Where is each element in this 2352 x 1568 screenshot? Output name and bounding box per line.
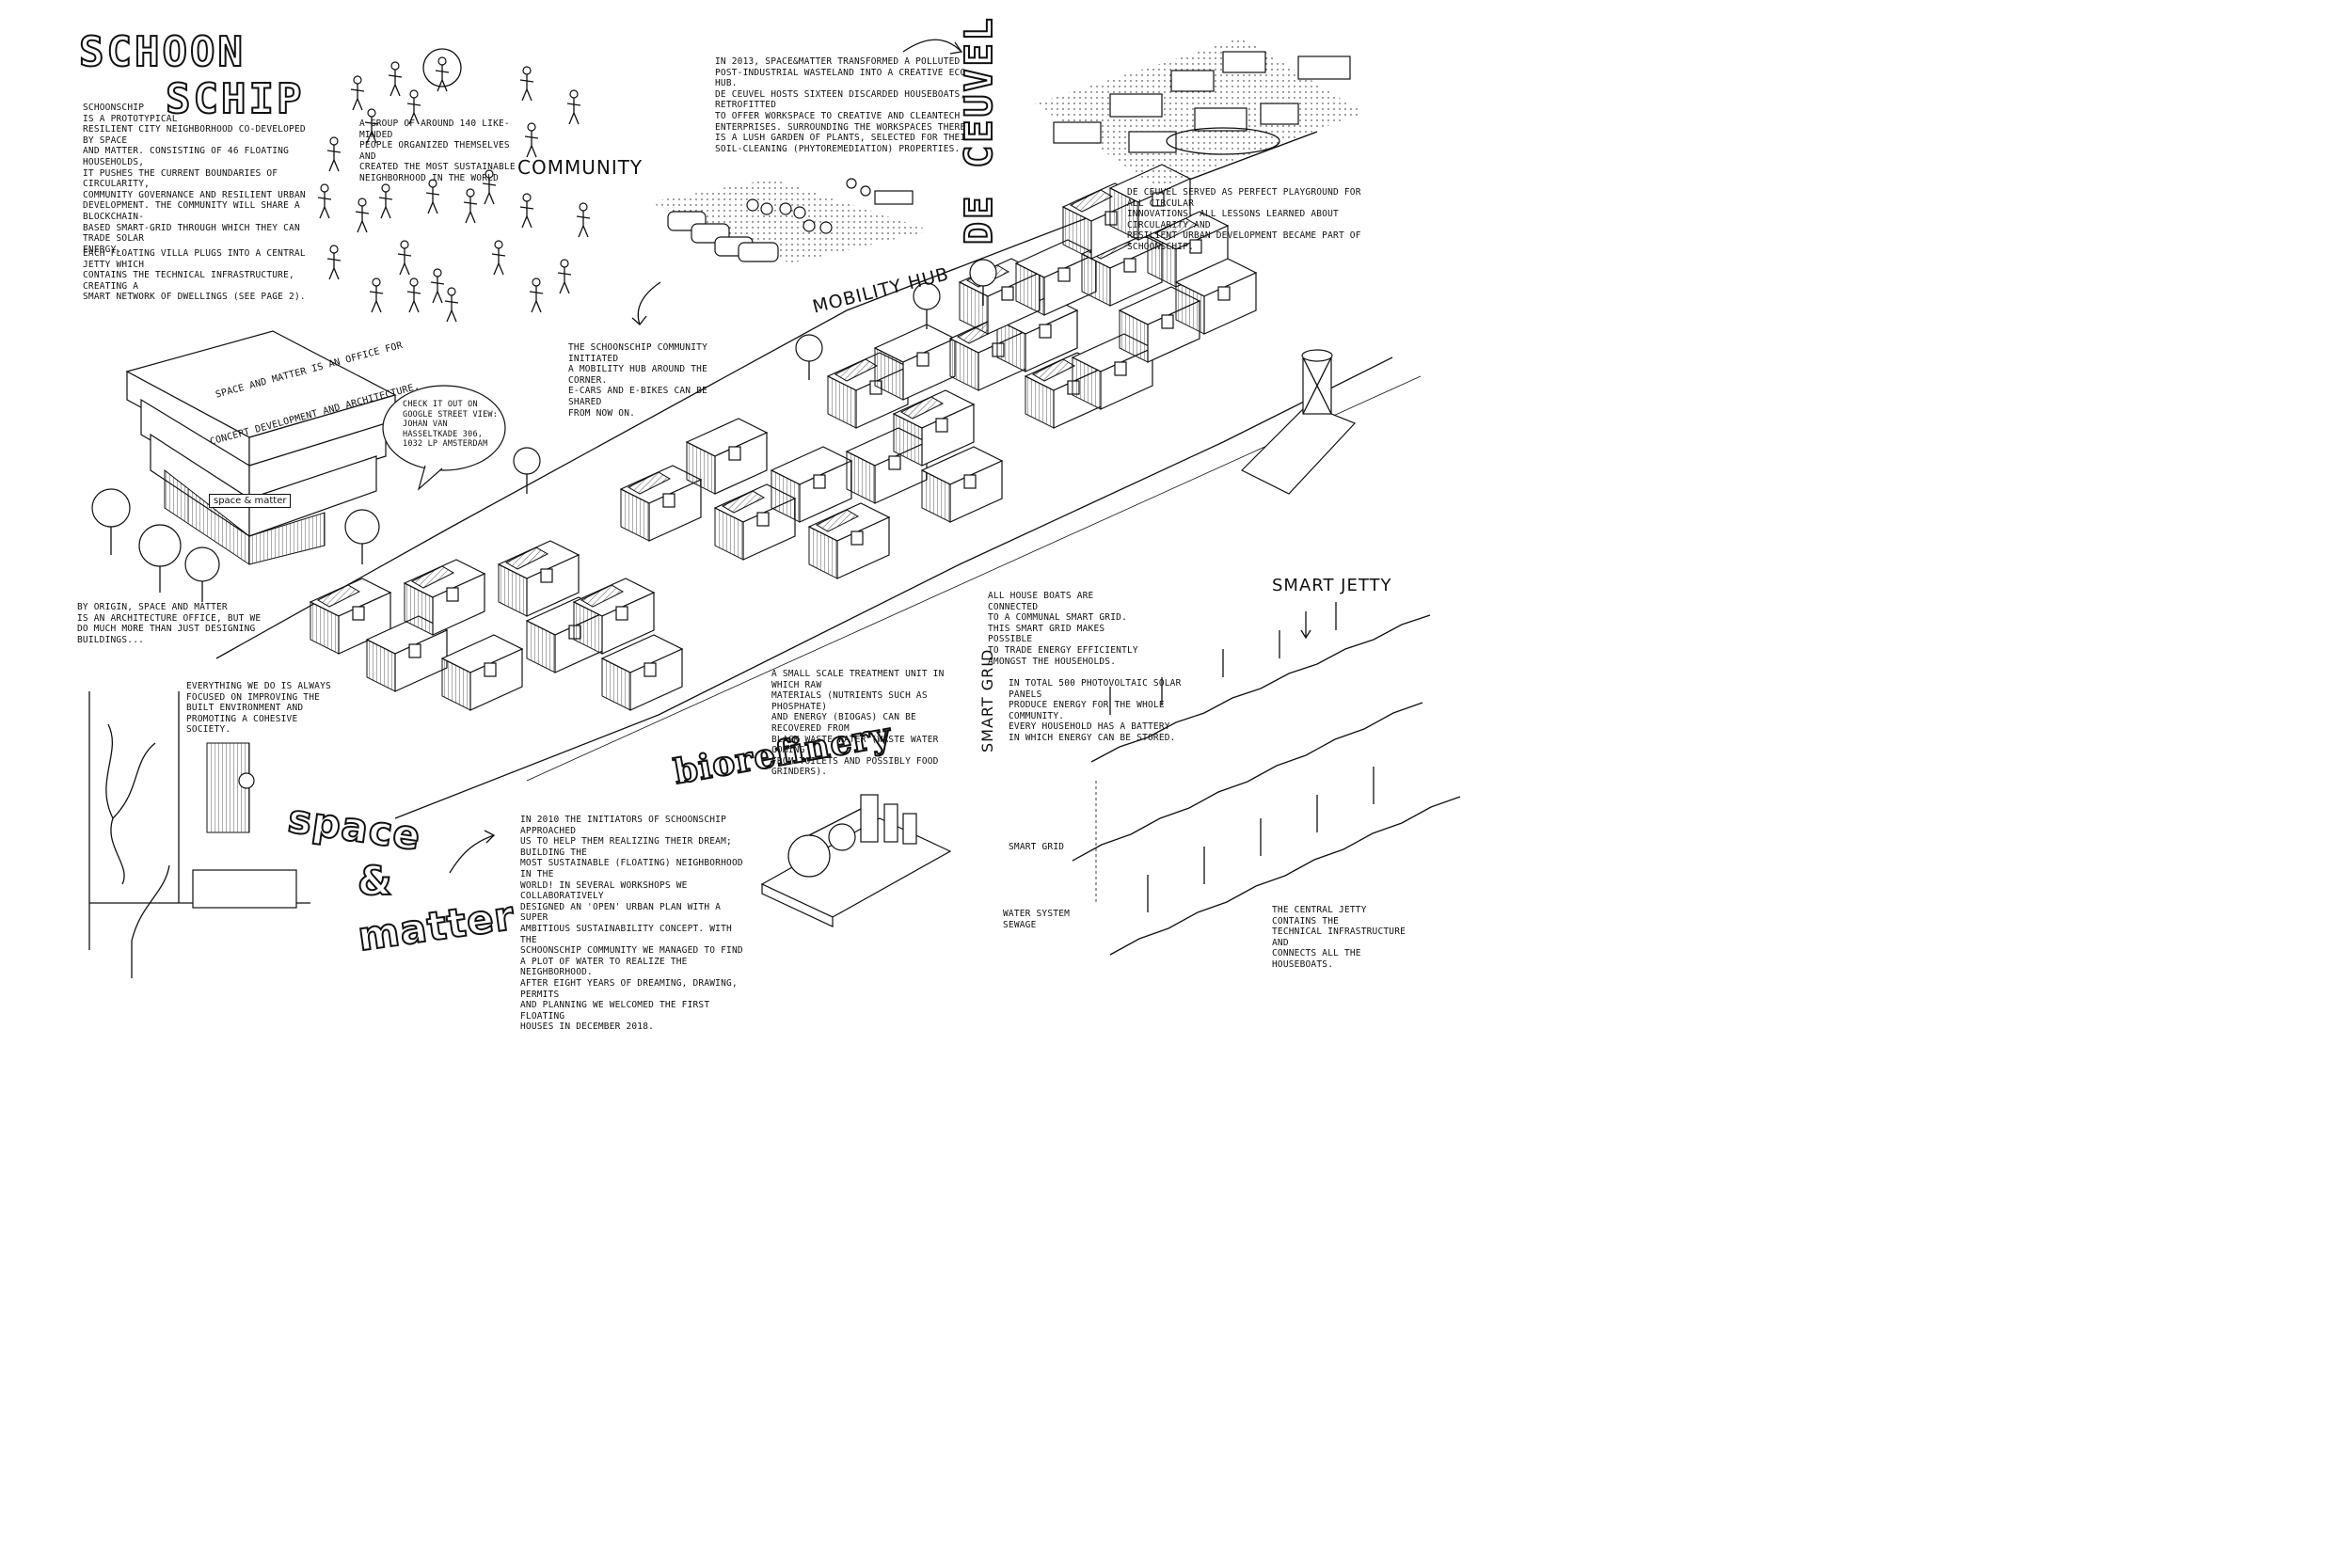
person-figure [482, 169, 497, 205]
person-figure [369, 277, 384, 313]
person-figure [388, 61, 403, 97]
person-figure [378, 183, 393, 219]
jetty-walkway [1090, 614, 1431, 763]
lighthouse-boat [1240, 349, 1357, 495]
mobility-hub-vehicles [649, 178, 931, 263]
person-figure [425, 179, 440, 214]
floating-house [1146, 211, 1230, 288]
everything-text: EVERYTHING WE DO IS ALWAYS FOCUSED ON IM… [186, 681, 331, 736]
arrows [449, 39, 1311, 874]
floating-house [873, 324, 957, 401]
floating-house [365, 615, 449, 692]
floating-house [403, 559, 486, 636]
person-figure [519, 193, 534, 229]
person-figure [463, 188, 478, 224]
mobility-hub-text: THE SCHOONSCHIP COMMUNITY INITIATED A MO… [568, 342, 707, 419]
floating-house [807, 502, 891, 579]
office-sign: space & matter [209, 494, 292, 508]
office-building [125, 330, 397, 565]
person-figure [519, 66, 534, 102]
floating-house [713, 483, 797, 561]
community-heading: COMMUNITY [517, 156, 644, 179]
smart-grid-panels-text: IN TOTAL 500 PHOTOVOLTAIC SOLAR PANELS P… [1009, 678, 1182, 743]
person-figure [406, 277, 421, 313]
title-line2: SCHIP [165, 74, 305, 124]
person-figure [557, 259, 572, 294]
floating-house [440, 634, 524, 711]
person-figure [326, 245, 342, 280]
person-figure [566, 89, 581, 125]
street-view-text: CHECK IT OUT ON GOOGLE STREET VIEW: JOHA… [403, 400, 499, 449]
floating-house [1108, 164, 1192, 241]
person-figure [435, 56, 450, 92]
intro-text: SCHOONSCHIP IS A PROTOTYPICAL RESILIENT … [83, 103, 306, 255]
person-figure [430, 268, 445, 304]
de-ceuvel-heading: DE CEUVEL [957, 14, 1002, 245]
person-figure [397, 240, 412, 276]
person-figure [355, 198, 370, 233]
floating-house [1174, 258, 1258, 335]
person-figure [317, 183, 332, 219]
trees [91, 259, 997, 602]
floating-house [619, 465, 703, 542]
floating-house [892, 389, 976, 467]
office-interior-sketch [88, 691, 310, 978]
person-figure [326, 136, 342, 172]
de-ceuvel-site [1035, 38, 1364, 188]
illustration-canvas [88, 38, 1461, 978]
floating-house [770, 446, 853, 523]
floating-house [685, 418, 769, 495]
community-people [317, 48, 591, 323]
jetty-walkway [1072, 702, 1423, 862]
speech-bubble [382, 385, 506, 491]
jetty-intro-text: EACH FLOATING VILLA PLUGS INTO A CENTRAL… [83, 248, 306, 303]
de-ceuvel-caption: DE CEUVEL SERVED AS PERFECT PLAYGROUND F… [1127, 187, 1361, 252]
jetty-label-smart-grid: SMART GRID [1009, 842, 1065, 852]
smart-jetty-heading: SMART JETTY [1272, 576, 1392, 595]
smart-jetty-diagram [1072, 602, 1461, 956]
floating-house [920, 446, 1004, 523]
person-figure [444, 287, 459, 323]
floating-house [497, 540, 580, 617]
logo-amp: & [357, 857, 395, 905]
floating-house [572, 578, 656, 655]
de-ceuvel-text: IN 2013, SPACE&MATTER TRANSFORMED A POLL… [715, 56, 972, 154]
jetty-label-water: WATER SYSTEM SEWAGE [1003, 909, 1071, 930]
floating-house [600, 634, 684, 711]
smart-grid-text-top: ALL HOUSE BOATS ARE CONNECTED TO A COMMU… [988, 591, 1138, 667]
jump-rope [422, 48, 462, 87]
jetty-walkway [1109, 796, 1461, 956]
person-figure [491, 240, 506, 276]
person-figure [364, 108, 379, 144]
person-figure [406, 89, 421, 125]
history-text: IN 2010 THE INITIATORS OF SCHOONSCHIP AP… [520, 815, 743, 1033]
floating-house [309, 578, 392, 655]
floating-houses [309, 164, 1258, 711]
person-figure [529, 277, 544, 313]
person-figure [576, 202, 591, 238]
person-figure [524, 122, 539, 158]
community-text: A GROUP OF AROUND 140 LIKE-MINDED PEOPLE… [359, 119, 516, 183]
smart-jetty-caption: THE CENTRAL JETTY CONTAINS THE TECHNICAL… [1272, 905, 1406, 970]
biorefinery-text: A SMALL SCALE TREATMENT UNIT IN WHICH RA… [771, 669, 945, 778]
biorefinery-drawing [760, 794, 952, 927]
title-line1: SCHOON [78, 27, 246, 77]
origin-text: BY ORIGIN, SPACE AND MATTER IS AN ARCHIT… [77, 602, 262, 645]
smart-grid-heading: SMART GRID [978, 648, 996, 752]
person-figure [350, 75, 365, 111]
